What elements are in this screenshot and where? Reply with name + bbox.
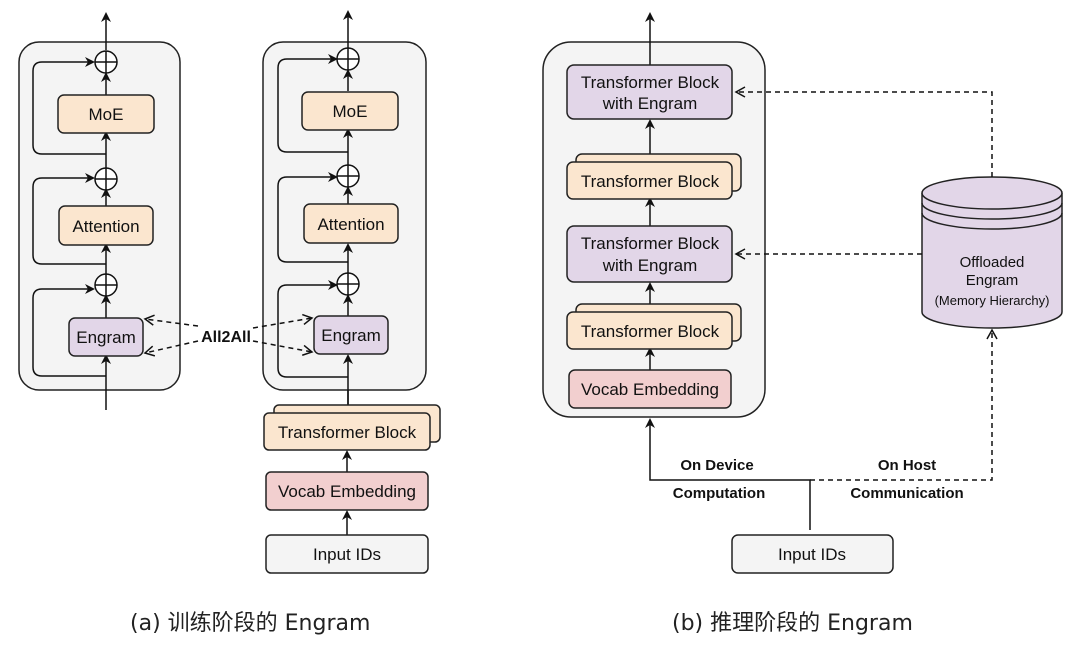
transformer-block-label: Transformer Block [581, 322, 720, 341]
add-icon [336, 164, 360, 188]
communication-label: Communication [850, 485, 963, 502]
caption-b: (b) 推理阶段的 Engram [672, 611, 913, 636]
panel-a-right-layer: MoE Attention Engram [262, 10, 427, 410]
tb-engram-mid-line1: Transformer Block [581, 234, 720, 253]
transformer-block-label: Transformer Block [278, 423, 417, 442]
transformer-block-engram-mid-box [566, 225, 733, 283]
input-ids-label: Input IDs [778, 545, 846, 564]
moe-box [301, 91, 399, 131]
vocab-embedding-label: Vocab Embedding [278, 482, 416, 501]
input-ids-box [731, 534, 894, 574]
transformer-block-engram-top-box [566, 64, 733, 120]
transformer-block-box [566, 311, 733, 350]
attention-label: Attention [72, 217, 139, 236]
attention-box [303, 203, 399, 244]
device-computation-lines: On Device Computation On Host Communicat… [645, 418, 964, 530]
offloaded-engram-storage: Offloaded Engram (Memory Hierarchy) [921, 176, 1063, 329]
tb-engram-mid-line2: with Engram [602, 256, 697, 275]
input-ids-box [265, 534, 429, 574]
tb-engram-top-line2: with Engram [602, 94, 697, 113]
on-host-label: On Host [878, 457, 936, 474]
add-icon [94, 50, 118, 74]
transformer-block-label: Transformer Block [581, 172, 720, 191]
panel-a-left-layer: MoE Attention Engram [18, 12, 181, 410]
add-icon [336, 272, 360, 296]
moe-box [57, 94, 155, 134]
tb-engram-top-line1: Transformer Block [581, 73, 720, 92]
vocab-embedding-box [568, 369, 732, 409]
add-icon [94, 167, 118, 191]
vocab-embedding-label: Vocab Embedding [581, 380, 719, 399]
all2all-label: All2All [201, 329, 251, 346]
on-device-label: On Device [680, 457, 753, 474]
attention-label: Attention [317, 215, 384, 234]
all2all-connection: All2All [143, 313, 314, 357]
add-icon [336, 47, 360, 71]
storage-label-1: Offloaded [960, 254, 1025, 271]
moe-label: MoE [333, 102, 368, 121]
attention-box [58, 205, 154, 246]
storage-label-2: Engram [966, 272, 1019, 289]
engram-box [68, 317, 144, 357]
transformer-block-box [566, 161, 733, 200]
input-ids-label: Input IDs [313, 545, 381, 564]
moe-label: MoE [89, 105, 124, 124]
host-communication-lines [734, 86, 998, 481]
add-icon [94, 273, 118, 297]
engram-label: Engram [321, 326, 381, 345]
panel-a-bottom-stack: Transformer Block Vocab Embedding Input … [263, 390, 441, 574]
computation-label: Computation [673, 485, 765, 502]
engram-box [313, 315, 389, 355]
panel-b-model: Transformer Block with Engram Transforme… [542, 12, 766, 418]
caption-a: (a) 训练阶段的 Engram [130, 611, 370, 636]
storage-label-3: (Memory Hierarchy) [935, 293, 1050, 308]
engram-label: Engram [76, 328, 136, 347]
